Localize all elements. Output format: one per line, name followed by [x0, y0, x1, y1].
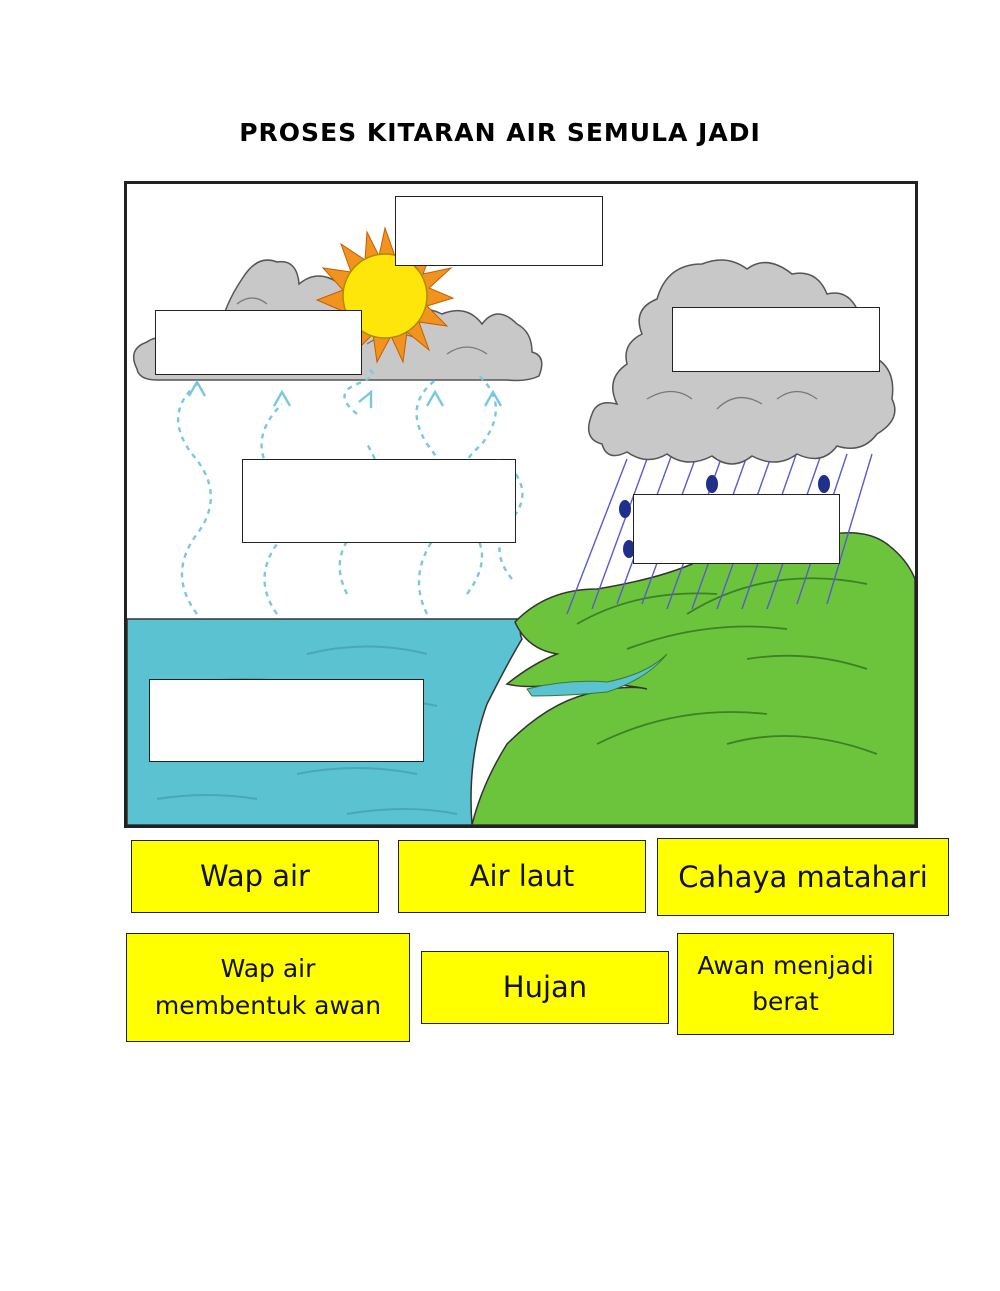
card-line: membentuk awan — [154, 990, 382, 1020]
card-hujan[interactable]: Hujan — [421, 951, 669, 1024]
rain-drops — [619, 475, 830, 558]
drop-slot-4[interactable] — [242, 459, 516, 543]
drop-slot-2[interactable] — [155, 310, 362, 375]
drop-slot-6[interactable] — [149, 679, 424, 762]
card-air-laut[interactable]: Air laut — [398, 840, 646, 913]
land — [471, 521, 915, 825]
card-line: Awan menjadi — [697, 950, 874, 980]
river — [526, 653, 668, 697]
water-cycle-diagram — [124, 181, 918, 828]
drop-slot-3[interactable] — [672, 307, 880, 372]
hill-lines — [576, 577, 878, 755]
arrow-heads — [187, 379, 503, 408]
card-line: Wap air — [220, 954, 316, 984]
page-title: PROSES KITARAN AIR SEMULA JADI — [239, 118, 761, 147]
card-wap-air[interactable]: Wap air — [131, 840, 379, 913]
drop-slot-1[interactable] — [395, 196, 603, 266]
card-awan-menjadi-berat[interactable]: Awan menjadi berat — [677, 933, 894, 1035]
card-wap-air-membentuk-awan[interactable]: Wap air membentuk awan — [126, 933, 410, 1042]
drop-slot-5[interactable] — [633, 494, 840, 564]
card-cahaya-matahari[interactable]: Cahaya matahari — [657, 838, 949, 916]
card-line: berat — [752, 987, 819, 1016]
